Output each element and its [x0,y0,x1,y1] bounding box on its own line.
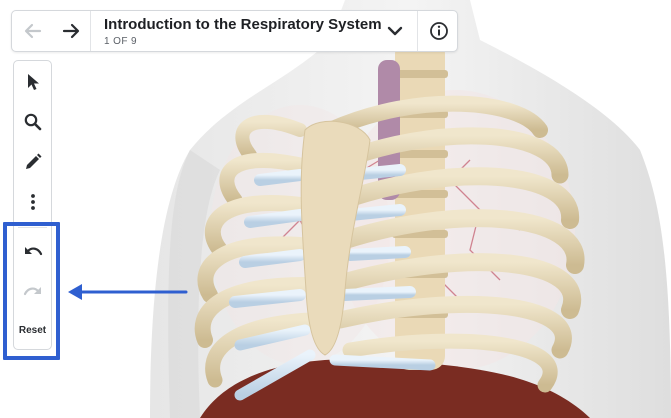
info-icon [429,22,448,40]
undo-button[interactable] [14,233,51,271]
reset-button[interactable]: Reset [18,325,47,336]
lesson-title-block: Introduction to the Respiratory System 1… [104,16,384,47]
more-vertical-icon [30,194,35,210]
back-button[interactable] [14,11,52,51]
undo-icon [24,247,42,256]
search-icon [24,113,41,131]
info-button[interactable] [417,11,459,51]
select-tool-button[interactable] [14,63,51,101]
zoom-tool-button[interactable] [14,103,51,141]
tool-palette: Reset [13,60,52,350]
cursor-icon [27,74,39,90]
lesson-title: Introduction to the Respiratory System [104,16,382,33]
highlight-box [3,222,60,360]
arrow-right-icon [62,23,80,39]
expand-steps-button[interactable] [377,11,413,51]
redo-button[interactable] [14,273,51,311]
annotation-arrow [68,284,188,300]
lesson-header: Introduction to the Respiratory System 1… [11,10,458,52]
pencil-icon [25,153,41,169]
more-tools-button[interactable] [14,183,51,221]
redo-icon [23,287,41,296]
draw-tool-button[interactable] [14,143,51,181]
toolbar-divider [18,227,47,228]
forward-button[interactable] [52,11,91,51]
step-counter: 1 OF 9 [104,36,137,47]
arrow-left-icon [24,23,42,39]
chevron-down-icon [387,26,403,36]
